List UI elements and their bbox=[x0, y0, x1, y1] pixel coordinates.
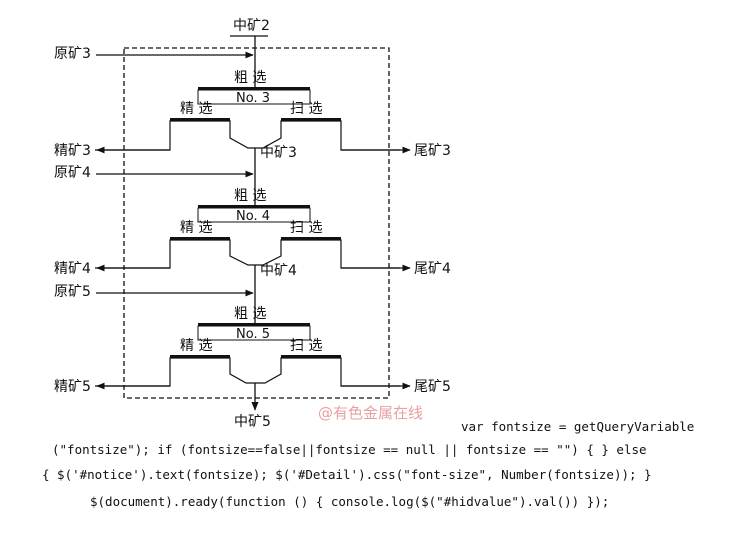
bank-outline-5 bbox=[95, 357, 400, 387]
top-feed-label: 中矿2 bbox=[233, 18, 270, 34]
scavenger-label-5: 扫 选 bbox=[290, 338, 322, 354]
cleaner-label-3: 精 选 bbox=[180, 101, 212, 117]
cleaner-cell-4 bbox=[170, 237, 230, 240]
rougher-label-5: 粗 选 bbox=[234, 306, 266, 322]
cleaner-label-5: 精 选 bbox=[180, 338, 212, 354]
scavenger-cell-3 bbox=[281, 118, 341, 121]
rougher-box-4 bbox=[197, 207, 311, 223]
tailing-label-3: 尾矿3 bbox=[414, 143, 451, 159]
feed-label-4: 原矿4 bbox=[54, 165, 91, 181]
scavenger-cell-4 bbox=[281, 237, 341, 240]
code-line-4: $(document).ready(function () { console.… bbox=[90, 494, 610, 509]
watermark-text: @有色金属在线 bbox=[318, 404, 423, 422]
rougher-label-3: 粗 选 bbox=[234, 70, 266, 86]
concentrate-label-4: 精矿4 bbox=[54, 261, 91, 277]
code-line-2: ("fontsize"); if (fontsize==false||fonts… bbox=[52, 442, 647, 457]
rougher-cell-3 bbox=[198, 87, 310, 90]
concentrate-label-5: 精矿5 bbox=[54, 379, 91, 395]
stage-number-4: No. 4 bbox=[236, 209, 270, 224]
feed-label-5: 原矿5 bbox=[54, 284, 91, 300]
rougher-box-3 bbox=[197, 89, 311, 105]
rougher-cell-5 bbox=[198, 323, 310, 326]
rougher-cell-4 bbox=[198, 205, 310, 208]
code-line-1: var fontsize = getQueryVariable bbox=[461, 419, 695, 434]
middling-label-5: 中矿5 bbox=[234, 414, 271, 430]
tailing-label-5: 尾矿5 bbox=[414, 379, 451, 395]
code-line-3: { $('#notice').text(fontsize); $('#Detai… bbox=[42, 467, 652, 482]
rougher-box-5 bbox=[197, 325, 311, 341]
cleaner-cell-3 bbox=[170, 118, 230, 121]
tailing-label-4: 尾矿4 bbox=[414, 261, 451, 277]
scavenger-label-4: 扫 选 bbox=[290, 220, 322, 236]
bank-outline-4 bbox=[95, 239, 400, 269]
scavenger-cell-5 bbox=[281, 355, 341, 358]
concentrate-label-3: 精矿3 bbox=[54, 143, 91, 159]
feed-label-3: 原矿3 bbox=[54, 46, 91, 62]
stage-number-5: No. 5 bbox=[236, 327, 270, 342]
stage-number-3: No. 3 bbox=[236, 91, 270, 106]
cleaner-cell-5 bbox=[170, 355, 230, 358]
middling-label-4: 中矿4 bbox=[260, 263, 297, 279]
bank-outline-3 bbox=[95, 120, 400, 151]
middling-label-3: 中矿3 bbox=[260, 145, 297, 161]
rougher-label-4: 粗 选 bbox=[234, 188, 266, 204]
scavenger-label-3: 扫 选 bbox=[290, 101, 322, 117]
boundary-box bbox=[123, 47, 390, 399]
cleaner-label-4: 精 选 bbox=[180, 220, 212, 236]
